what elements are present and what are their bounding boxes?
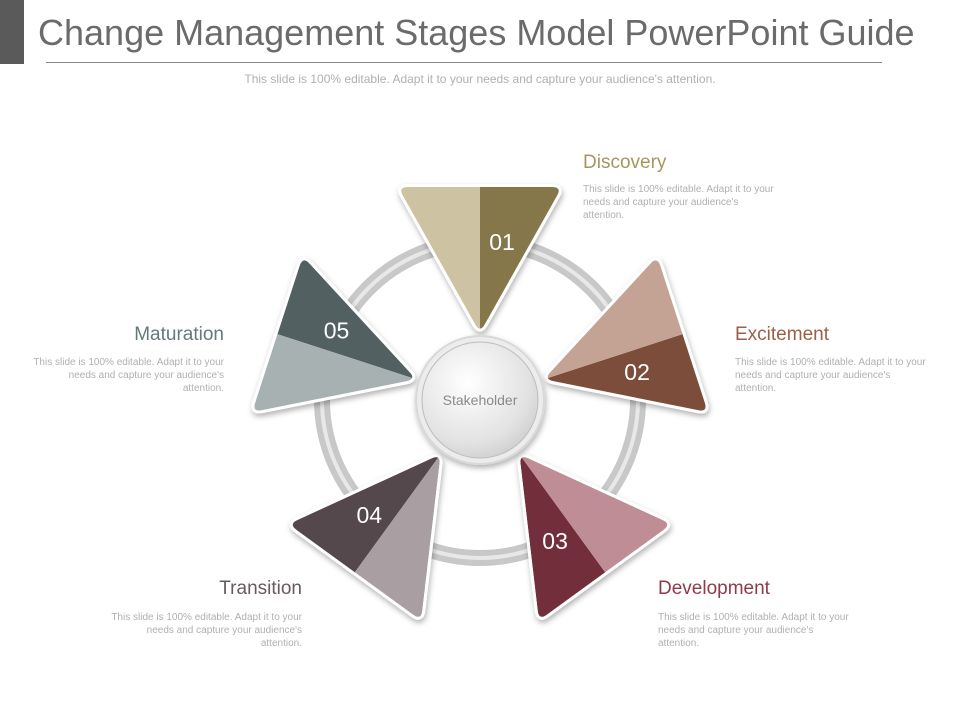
stage-4-triangle: [289, 454, 443, 620]
stage-4-description: This slide is 100% editable. Adapt it to…: [111, 612, 302, 649]
stage-3-triangle: [517, 454, 671, 620]
stage-2-title: Excitement: [735, 324, 829, 345]
stage-5-number: 05: [324, 317, 350, 343]
stage-1-title: Discovery: [583, 152, 667, 173]
stage-4-number: 04: [357, 502, 383, 528]
center-label: Stakeholder: [443, 392, 518, 408]
stage-5-title: Maturation: [134, 324, 224, 345]
stage-2-description: This slide is 100% editable. Adapt it to…: [735, 357, 926, 394]
center-hub: Stakeholder: [415, 335, 545, 465]
page-title: Change Management Stages Model PowerPoin…: [38, 12, 915, 53]
stage-1-triangle: [398, 184, 562, 332]
stage-3-description: This slide is 100% editable. Adapt it to…: [658, 612, 849, 649]
stage-5-description: This slide is 100% editable. Adapt it to…: [33, 357, 224, 394]
stage-2-number: 02: [624, 359, 650, 385]
stage-1-description: This slide is 100% editable. Adapt it to…: [583, 184, 774, 221]
page-subtitle: This slide is 100% editable. Adapt it to…: [244, 72, 716, 86]
stage-2-triangle: [544, 257, 709, 414]
stage-3-number: 03: [542, 528, 568, 554]
stage-4-title: Transition: [219, 578, 302, 599]
stage-3-title: Development: [658, 578, 770, 599]
stage-5-triangle: [251, 257, 416, 414]
title-divider: [46, 62, 882, 63]
title-accent-bar: [0, 0, 24, 64]
stage-1-number: 01: [489, 229, 515, 255]
